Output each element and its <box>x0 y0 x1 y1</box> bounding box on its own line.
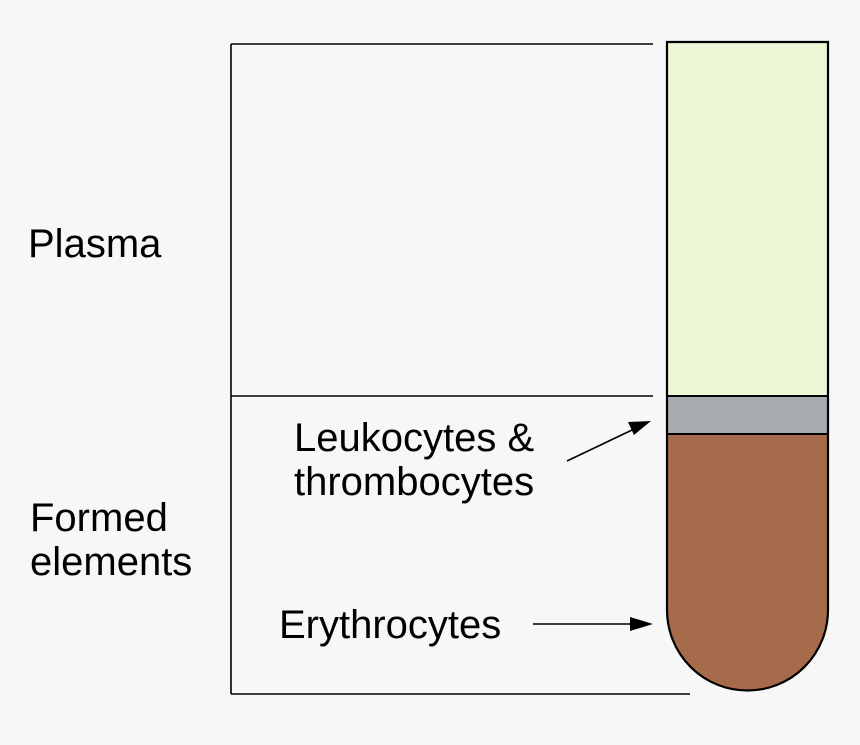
formed-elements-label-line2: elements <box>30 540 192 584</box>
leukocytes-label-line2: thrombocytes <box>294 460 534 504</box>
erythrocyte-layer <box>667 434 828 691</box>
plasma-layer <box>667 42 828 396</box>
test-tube <box>665 40 830 692</box>
leukocytes-arrow-head <box>628 421 651 435</box>
section-brackets <box>230 43 690 695</box>
leukocytes-arrow-line <box>566 429 633 462</box>
erythrocytes-arrow-head <box>630 617 653 631</box>
pointer-arrows <box>533 421 653 631</box>
plasma-label: Plasma <box>28 222 162 266</box>
tube-outline <box>665 40 830 692</box>
buffy-coat-layer <box>667 396 828 434</box>
erythrocytes-label: Erythrocytes <box>279 603 501 647</box>
formed-elements-label-line1: Formed <box>30 496 168 540</box>
leukocytes-label-line1: Leukocytes & <box>294 416 534 460</box>
